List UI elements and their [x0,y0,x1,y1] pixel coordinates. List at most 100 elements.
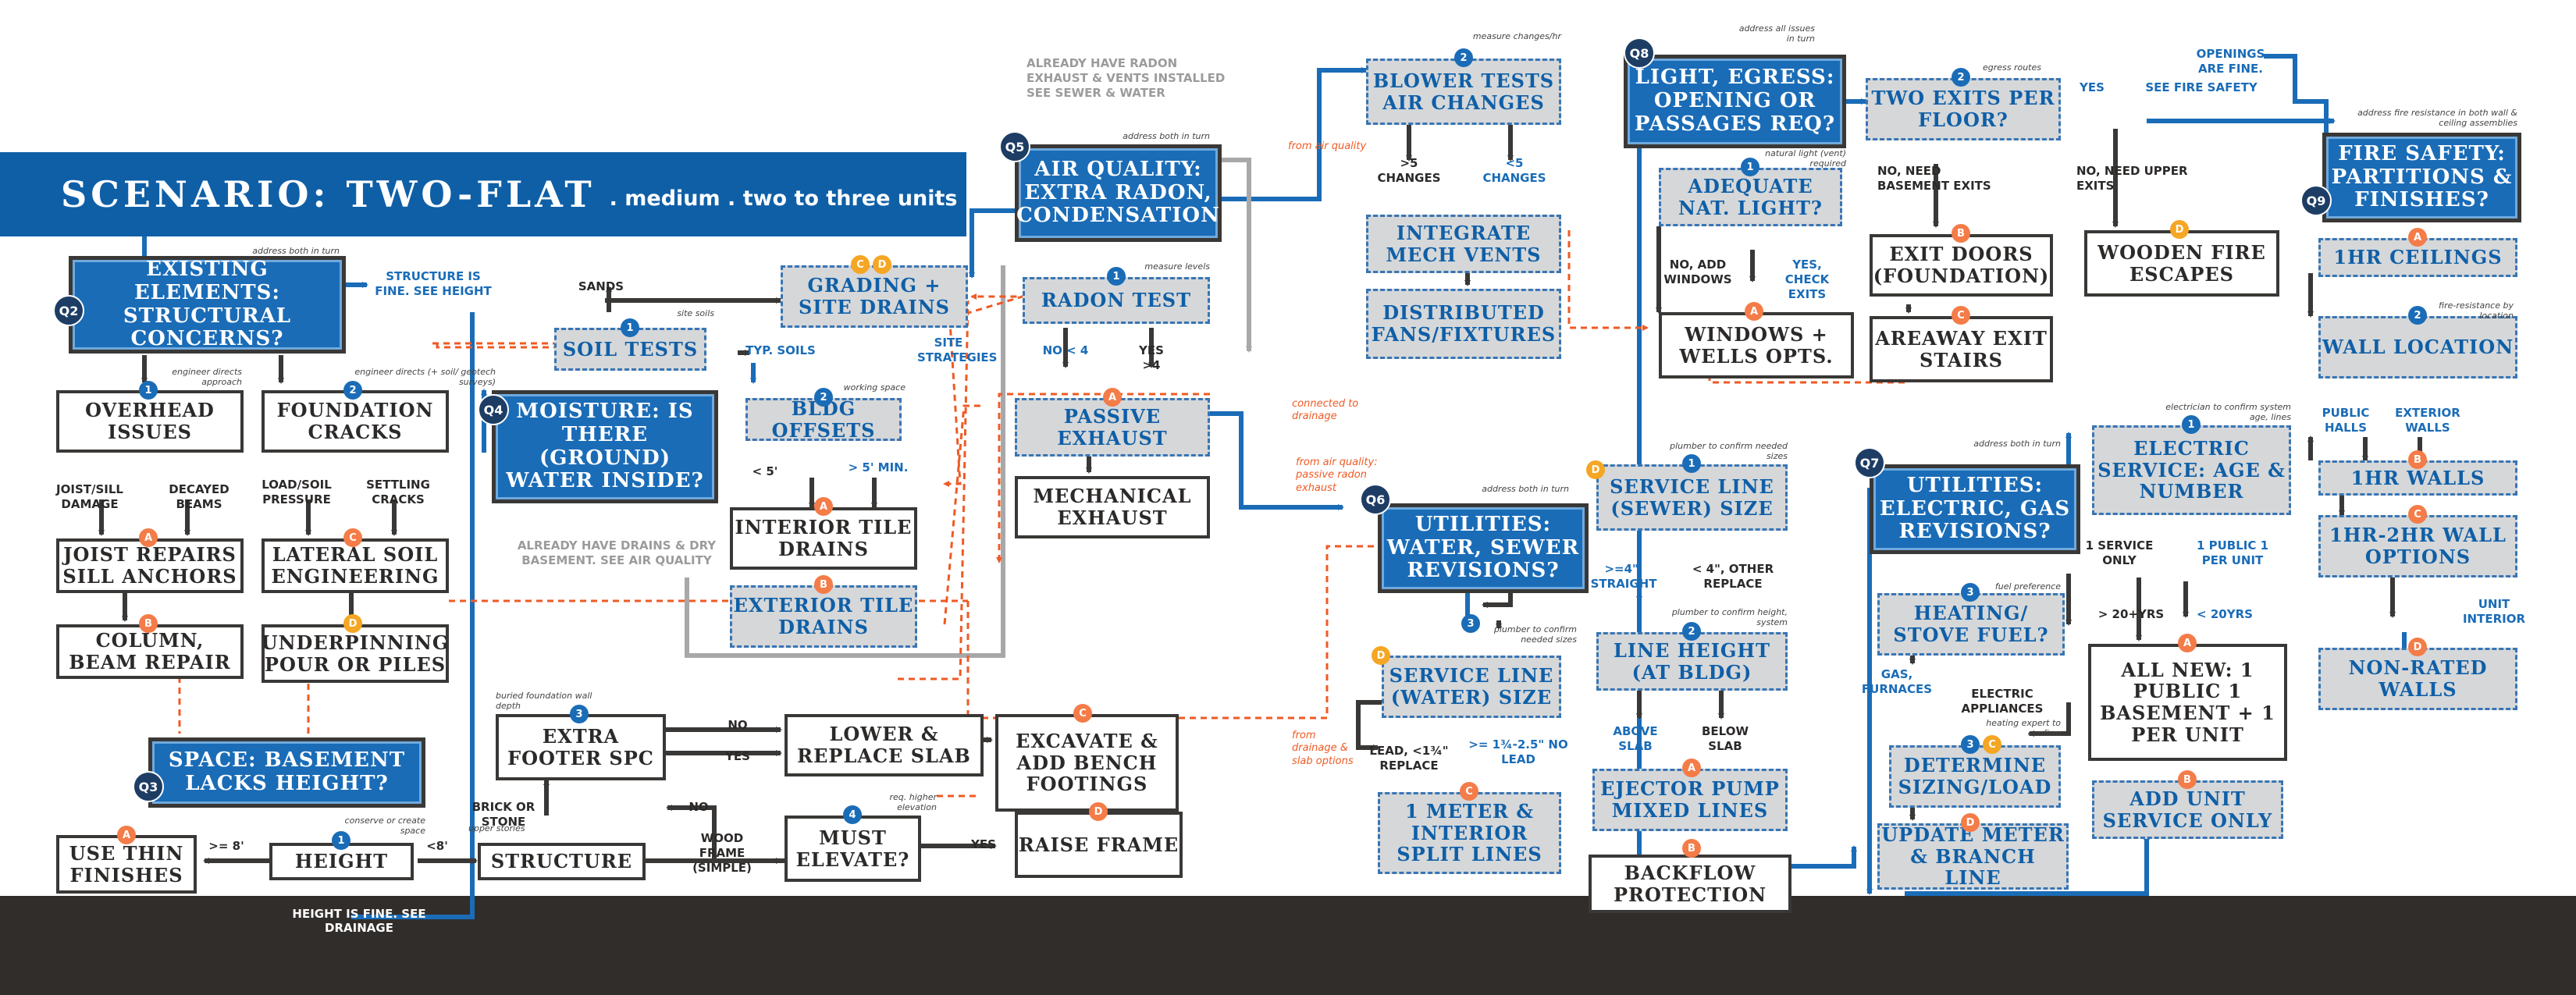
box-service-water[interactable]: SERVICE LINE (WATER) SIZE [1382,656,1561,718]
box-electric-service[interactable]: ELECTRIC SERVICE: AGE & NUMBER [2092,425,2291,515]
question-q7[interactable]: UTILITIES: ELECTRIC, GAS REVISIONS? [1870,464,2080,554]
box-update-meter[interactable]: UPDATE METER & BRANCH LINE [1877,823,2069,890]
box-thin-finishes[interactable]: USE THIN FINISHES [56,835,197,894]
box-service-sewer[interactable]: SERVICE LINE (SEWER) SIZE [1596,464,1788,531]
label-see-fire: SEE FIRE SAFETY [2145,80,2258,94]
badge-adequate: 1 [1741,158,1759,176]
label-load-soil: LOAD/SOIL PRESSURE [262,478,332,506]
box-raise-frame[interactable]: RAISE FRAME [1015,812,1183,878]
question-q3[interactable]: SPACE: BASEMENT LACKS HEIGHT? [148,737,425,808]
box-radon-test[interactable]: RADON TEST [1023,277,1210,324]
box-interior-tile[interactable]: INTERIOR TILE DRAINS [730,507,917,570]
box-distributed-fans[interactable]: DISTRIBUTED FANS/FIXTURES [1366,289,1561,359]
label-gt5-changes: >5 CHANGES [1377,156,1441,185]
label-no-lt4: NO < 4 [1042,343,1089,357]
question-id-q8: Q8 [1624,37,1655,69]
box-heating-fuel[interactable]: HEATING/ STOVE FUEL? [1877,593,2065,656]
box-wooden-escapes[interactable]: WOODEN FIRE ESCAPES [2084,230,2279,297]
question-q9[interactable]: FIRE SAFETY: PARTITIONS & FINISHES? [2322,133,2521,222]
question-q4[interactable]: MOISTURE: IS THERE (GROUND) WATER INSIDE… [492,390,718,503]
badge-lineheight: 2 [1682,622,1701,641]
badge-hr-options: C [2408,505,2427,524]
label-lt5-changes: <5 CHANGES [1482,156,1546,185]
box-wall-location[interactable]: WALL LOCATION [2318,316,2517,378]
box-underpinning[interactable]: UNDERPINNING POUR OR PILES [262,624,449,683]
badge-ceilings: A [2408,228,2427,247]
box-add-unit[interactable]: ADD UNIT SERVICE ONLY [2092,780,2283,839]
box-windows-wells[interactable]: WINDOWS + WELLS OPTS. [1659,312,1854,378]
box-areaway[interactable]: AREAWAY EXIT STAIRS [1870,316,2053,382]
box-lower-slab[interactable]: LOWER & REPLACE SLAB [785,714,984,776]
box-line-height[interactable]: LINE HEIGHT (AT BLDG) [1596,632,1788,691]
question-q5[interactable]: AIR QUALITY: EXTRA RADON, CONDENSATION [1015,144,1222,242]
badge-determine-c: C [1983,735,2001,754]
label-gt5: > 5' MIN. [848,460,909,474]
box-excavate[interactable]: EXCAVATE & ADD BENCH FOOTINGS [995,714,1179,812]
label-unit-interior: UNIT INTERIOR [2462,597,2526,626]
label-yes-gt4: YES >4 [1139,343,1164,372]
box-exterior-tile[interactable]: EXTERIOR TILE DRAINS [730,585,917,648]
box-must-elevate[interactable]: MUST ELEVATE? [785,816,921,882]
label-gte-nolead: >= 1¾-2.5" NO LEAD [1468,737,1568,766]
note-q2: address both in turn [252,246,340,256]
badge-windows: A [1745,302,1763,321]
box-structure[interactable]: STRUCTURE [478,843,646,880]
label-lt4-other: < 4", OTHER REPLACE [1692,562,1774,591]
badge-backflow: B [1682,839,1701,858]
question-id-q6: Q6 [1360,484,1391,515]
badge-overhead: 1 [139,381,158,400]
note-sewer: plumber to confirm needed sizes [1670,441,1788,462]
box-two-exits[interactable]: TWO EXITS PER FLOOR? [1866,78,2061,140]
badge-hr-walls: B [2408,450,2427,469]
question-q8[interactable]: LIGHT, EGRESS: OPENING OR PASSAGES REQ? [1624,55,1846,148]
badge-grading-d: D [873,255,891,274]
badge-water-d: D [1372,646,1390,665]
label-yes-a: YES [725,749,750,763]
ground-band [0,896,2576,995]
box-foundation-cracks[interactable]: FOUNDATION CRACKS [262,390,449,453]
badge-underpinning: D [343,614,362,633]
badge-excavate: C [1073,704,1092,723]
box-all-new[interactable]: ALL NEW: 1 PUBLIC 1 BASEMENT + 1 PER UNI… [2088,644,2287,761]
box-one-meter[interactable]: 1 METER & INTERIOR SPLIT LINES [1378,792,1561,874]
box-joist-repairs[interactable]: JOIST REPAIRS SILL ANCHORS [56,538,244,593]
box-grading[interactable]: GRADING + SITE DRAINS [781,265,968,328]
box-non-rated-walls[interactable]: NON-RATED WALLS [2318,648,2517,710]
badge-joist: A [139,528,158,547]
box-passive-exhaust[interactable]: PASSIVE EXHAUST [1015,398,1210,457]
box-column-beam[interactable]: COLUMN, BEAM REPAIR [56,624,244,679]
box-exit-doors[interactable]: EXIT DOORS (FOUNDATION) [1870,234,2053,297]
box-backflow[interactable]: BACKFLOW PROTECTION [1589,855,1791,913]
badge-foundation: 2 [343,381,362,400]
label-settling: SETTLING CRACKS [366,478,430,506]
box-blower-tests[interactable]: BLOWER TESTS AIR CHANGES [1366,59,1561,125]
badge-wooden: D [2170,220,2189,239]
box-extra-footer[interactable]: EXTRA FOOTER SPC [496,714,666,780]
label-lead-replace: LEAD, <1¾" REPLACE [1369,744,1449,773]
note-fuel: fuel preference [1994,581,2061,592]
note-q7: address both in turn [1973,439,2061,449]
box-bldg-offsets[interactable]: BLDG OFFSETS [745,398,902,441]
badge-grading-c: C [851,255,870,274]
label-yes-b: YES [971,837,996,851]
box-mech-exhaust[interactable]: MECHANICAL EXHAUST [1015,476,1210,538]
badge-exterior: B [814,575,833,594]
label-lt5: < 5' [752,464,778,478]
label-already-drains: ALREADY HAVE DRAINS & DRY BASEMENT. SEE … [517,538,717,567]
box-determine-sizing[interactable]: DETERMINE SIZING/LOAD [1889,745,2061,808]
note-q8: address all issues in turn [1738,23,1815,44]
question-q2[interactable]: EXISTING ELEMENTS: STRUCTURAL CONCERNS? [69,256,346,354]
box-overhead-issues[interactable]: OVERHEAD ISSUES [56,390,244,453]
question-id-q3: Q3 [133,771,164,802]
box-integrate-vents[interactable]: INTEGRATE MECH VENTS [1366,215,1561,273]
badge-water-3: 3 [1461,614,1480,633]
label-openings-fine: OPENINGS ARE FINE. [2196,47,2265,76]
box-adequate-light[interactable]: ADEQUATE NAT. LIGHT? [1659,168,1842,226]
question-q6[interactable]: UTILITIES: WATER, SEWER REVISIONS? [1378,503,1589,593]
badge-soil: 1 [621,318,639,337]
box-lateral-soil[interactable]: LATERAL SOIL ENGINEERING [262,538,449,593]
box-ejector-pump[interactable]: EJECTOR PUMP MIXED LINES [1592,769,1788,831]
box-1hr-2hr-options[interactable]: 1HR-2HR WALL OPTIONS [2318,515,2517,577]
note-q6: address both in turn [1482,484,1569,494]
badge-determine-3: 3 [1961,735,1980,754]
